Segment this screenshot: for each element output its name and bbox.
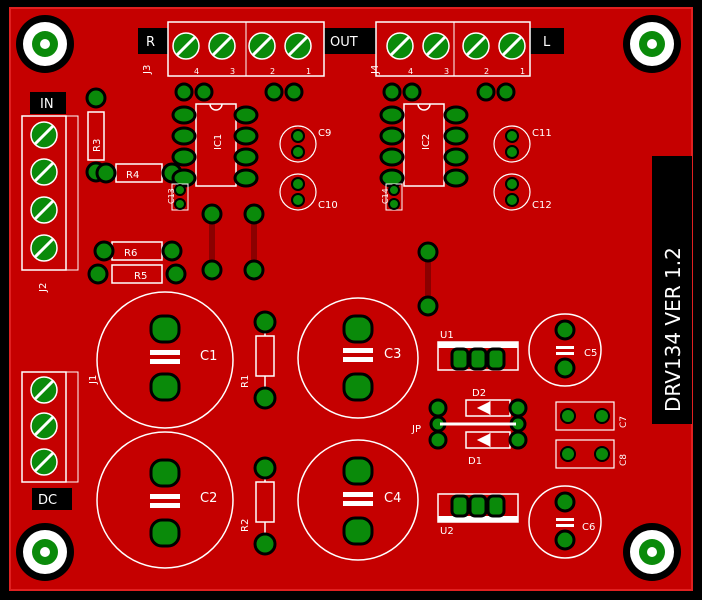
- svg-text:C7: C7: [619, 416, 629, 428]
- svg-text:R4: R4: [126, 170, 139, 181]
- capacitor-c13: C13: [167, 183, 189, 211]
- label-dc: DC: [38, 493, 57, 508]
- label-l: L: [543, 35, 551, 50]
- regulator-u1: U1: [437, 330, 519, 371]
- svg-text:C9: C9: [318, 128, 331, 139]
- mounting-hole-bottom-left: [16, 523, 74, 581]
- svg-text:C6: C6: [582, 522, 595, 533]
- capacitor-c14: C14: [381, 183, 403, 211]
- resistor-r1: R1: [240, 310, 277, 410]
- svg-text:C13: C13: [167, 188, 176, 204]
- capacitor-c7: C7: [555, 401, 629, 431]
- label-c3: C3: [384, 347, 401, 362]
- svg-text:D1: D1: [468, 456, 482, 467]
- svg-text:4: 4: [194, 67, 199, 76]
- svg-text:C8: C8: [619, 454, 629, 466]
- regulator-u2: U2: [437, 493, 519, 537]
- capacitor-c9: C9: [279, 125, 331, 163]
- connector-j2: IN J2: [21, 92, 79, 293]
- capacitor-c1: C1: [96, 291, 234, 429]
- capacitor-c10: C10: [279, 173, 338, 211]
- svg-text:R6: R6: [124, 248, 137, 259]
- resistor-r6: R6: [93, 240, 183, 262]
- resistor-r2: R2: [240, 456, 277, 556]
- capacitor-c5: C5: [528, 313, 602, 387]
- label-out: OUT: [330, 35, 358, 50]
- label-c2: C2: [200, 491, 217, 506]
- svg-text:IC2: IC2: [421, 134, 432, 150]
- svg-text:R2: R2: [240, 519, 251, 532]
- svg-text:2: 2: [270, 67, 275, 76]
- svg-text:C14: C14: [381, 188, 390, 204]
- resistor-r5: R5: [87, 263, 187, 285]
- capacitor-c3: C3: [297, 297, 419, 419]
- svg-text:R1: R1: [240, 375, 251, 388]
- capacitor-c6: C6: [528, 485, 602, 559]
- svg-text:U1: U1: [440, 330, 454, 341]
- ic2-dip8: IC2: [379, 82, 516, 188]
- connector-j3-j4: R OUT L J3 J4 4 3 2 1 4 3 2 1: [138, 21, 564, 77]
- svg-text:3: 3: [230, 67, 235, 76]
- label-in: IN: [40, 97, 54, 112]
- svg-text:R3: R3: [92, 139, 103, 152]
- svg-text:C10: C10: [318, 200, 338, 211]
- svg-text:1: 1: [520, 67, 525, 76]
- svg-text:D2: D2: [472, 388, 486, 399]
- svg-text:3: 3: [444, 67, 449, 76]
- svg-text:C11: C11: [532, 128, 552, 139]
- capacitor-c4: C4: [297, 439, 419, 561]
- svg-text:IC1: IC1: [213, 134, 224, 150]
- label-c4: C4: [384, 491, 401, 506]
- capacitor-c12: C12: [493, 173, 552, 211]
- capacitor-c2: C2: [96, 431, 234, 569]
- capacitor-c8: C8: [555, 439, 629, 469]
- label-j4: J4: [370, 65, 381, 75]
- wire-jumpers: [201, 203, 439, 317]
- board-title: DRV134 VER 1.2: [661, 247, 685, 412]
- svg-text:4: 4: [408, 67, 413, 76]
- svg-text:U2: U2: [440, 526, 454, 537]
- svg-text:R5: R5: [134, 271, 147, 282]
- connector-j1: DC J1: [21, 371, 99, 510]
- label-j3: J3: [142, 65, 153, 75]
- label-j2: J2: [38, 283, 49, 293]
- diodes-d1-d2: D2 D1 JP: [411, 388, 528, 467]
- mounting-hole-bottom-right: [623, 523, 681, 581]
- label-c1: C1: [200, 349, 217, 364]
- mounting-hole-top-left: [16, 15, 74, 73]
- svg-text:JP: JP: [411, 424, 421, 435]
- label-j1: J1: [88, 375, 99, 385]
- board-title-banner: DRV134 VER 1.2: [652, 156, 692, 424]
- capacitor-c11: C11: [493, 125, 552, 163]
- label-r: R: [146, 35, 155, 50]
- mounting-hole-top-right: [623, 15, 681, 73]
- svg-text:C12: C12: [532, 200, 552, 211]
- svg-text:C5: C5: [584, 348, 597, 359]
- svg-text:1: 1: [306, 67, 311, 76]
- svg-text:2: 2: [484, 67, 489, 76]
